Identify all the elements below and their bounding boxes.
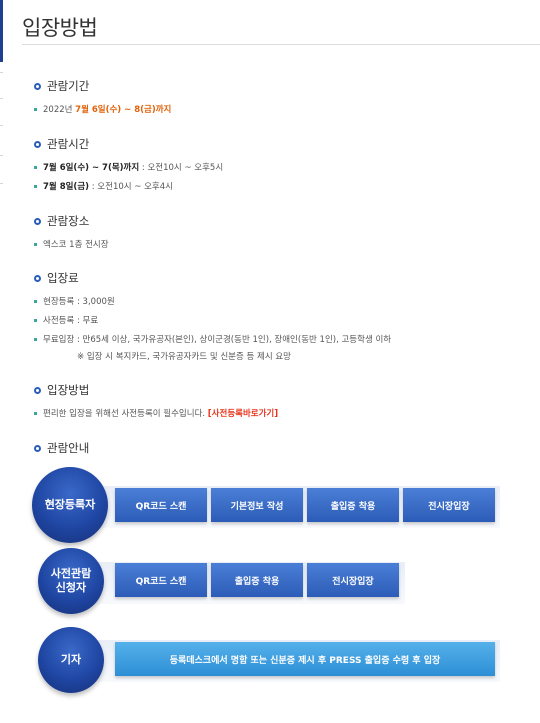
title-divider xyxy=(22,44,540,45)
list-item: 2022년 7월 6일(수) ~ 8(금)까지 xyxy=(34,103,171,117)
section-bullet-icon xyxy=(34,82,41,90)
section-title: 관람시간 xyxy=(47,137,90,151)
list-bullet-icon xyxy=(34,319,37,322)
list-item: 7월 8일(금) : 오전10시 ~ 오후4시 xyxy=(34,180,223,194)
list-bullet-icon xyxy=(34,243,37,246)
period-dates: 7월 6일(수) ~ 8(금)까지 xyxy=(75,105,172,115)
section-hours: 관람시간 7월 6일(수) ~ 7(목)까지 : 오전10시 ~ 오후5시 7월… xyxy=(34,136,223,194)
section-title: 관람안내 xyxy=(47,441,90,455)
flow-step: 기본정보 작성 xyxy=(211,488,303,522)
list-bullet-icon xyxy=(34,412,37,415)
flow-step: 출입증 착용 xyxy=(211,563,303,597)
fee-note: ※ 입장 시 복지카드, 국가유공자카드 및 신분증 등 제시 요망 xyxy=(77,352,292,362)
list-item: 무료입장 : 만65세 이상, 국가유공자(본인), 상이군경(동반 1인), … xyxy=(34,333,391,347)
section-guide: 관람안내 xyxy=(34,440,89,456)
left-divider xyxy=(0,183,3,184)
section-bullet-icon xyxy=(34,444,41,452)
flow-step: QR코드 스캔 xyxy=(115,488,207,522)
left-accent-bar xyxy=(0,0,3,62)
list-bullet-icon xyxy=(34,108,37,111)
left-divider xyxy=(0,125,3,126)
list-bullet-icon xyxy=(34,300,37,303)
press-badge: 기자 xyxy=(38,627,104,693)
list-bullet-icon xyxy=(34,185,37,188)
section-bullet-icon xyxy=(34,274,41,282)
section-bullet-icon xyxy=(34,386,41,394)
list-bullet-icon xyxy=(34,166,37,169)
section-entry: 입장방법 편리한 입장을 위해선 사전등록이 필수입니다. [사전등록바로가기] xyxy=(34,382,278,421)
left-divider xyxy=(0,155,3,156)
section-title: 입장료 xyxy=(47,271,79,285)
flow-step-press: 등록데스크에서 명함 또는 신분증 제시 후 PRESS 출입증 수령 후 입장 xyxy=(115,642,495,676)
section-venue: 관람장소 엑스코 1층 전시장 xyxy=(34,213,109,252)
list-item: 엑스코 1층 전시장 xyxy=(34,238,109,252)
section-title: 관람장소 xyxy=(47,214,90,228)
section-period: 관람기간 2022년 7월 6일(수) ~ 8(금)까지 xyxy=(34,78,171,117)
flow-step: QR코드 스캔 xyxy=(115,563,207,597)
flow-step: 전시장입장 xyxy=(403,488,495,522)
section-fee: 입장료 현장등록 : 3,000원 사전등록 : 무료 무료입장 : 만65세 … xyxy=(34,270,391,364)
list-item: 편리한 입장을 위해선 사전등록이 필수입니다. [사전등록바로가기] xyxy=(34,407,278,421)
flow-step: 출입증 착용 xyxy=(307,488,399,522)
left-divider xyxy=(0,98,3,99)
flow-step: 전시장입장 xyxy=(307,563,399,597)
section-title: 입장방법 xyxy=(47,383,90,397)
page-title: 입장방법 xyxy=(22,16,98,40)
list-bullet-icon xyxy=(34,338,37,341)
left-divider xyxy=(0,72,3,73)
list-item: 7월 6일(수) ~ 7(목)까지 : 오전10시 ~ 오후5시 xyxy=(34,161,223,175)
onsite-badge: 현장등록자 xyxy=(32,467,108,543)
section-bullet-icon xyxy=(34,140,41,148)
preregister-link[interactable]: [사전등록바로가기] xyxy=(207,409,279,419)
list-item: 현장등록 : 3,000원 xyxy=(34,295,391,309)
section-bullet-icon xyxy=(34,217,41,225)
list-item: 사전등록 : 무료 xyxy=(34,314,391,328)
preregistered-badge: 사전관람 신청자 xyxy=(38,548,104,614)
section-title: 관람기간 xyxy=(47,79,90,93)
